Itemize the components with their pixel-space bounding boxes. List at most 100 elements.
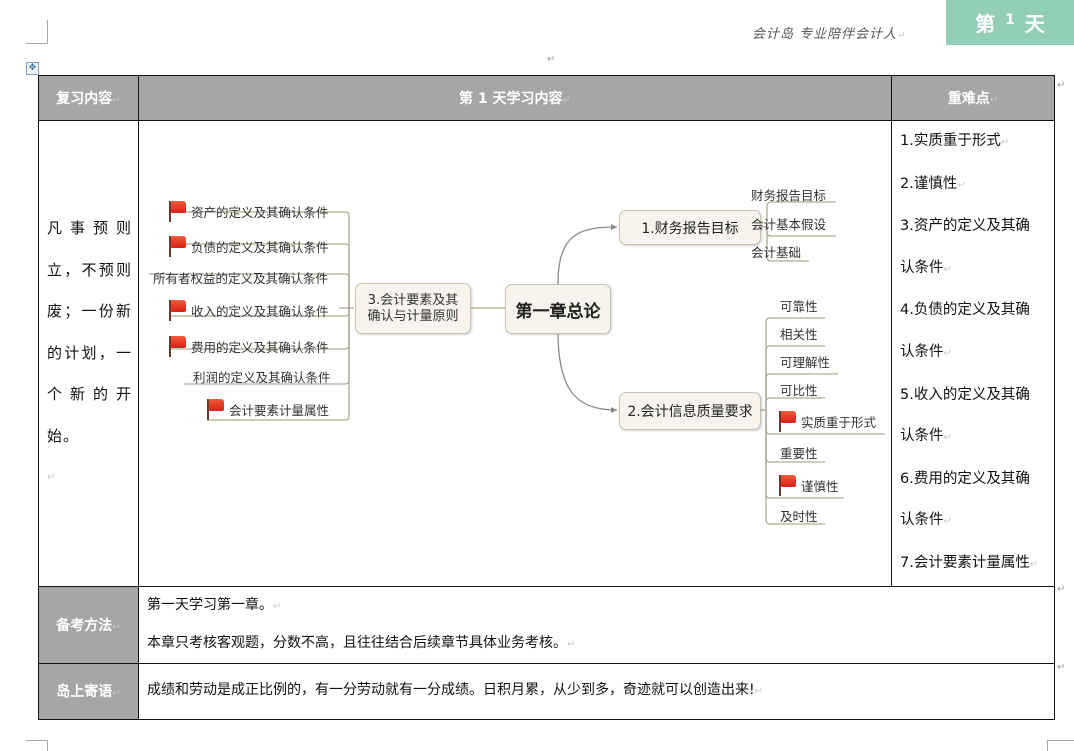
island-message-text: 成绩和劳动是成正比例的，有一分劳动就有一分成绩。日积月累，从少到多，奇迹就可以创… xyxy=(139,680,1054,702)
leaf-label: 收入的定义及其确认条件 xyxy=(191,303,329,319)
header-label: 复习内容 xyxy=(56,91,113,107)
slogan-text: 会计岛 专业陪伴会计人 xyxy=(752,27,898,42)
paragraph-mark: ↵ xyxy=(754,686,764,698)
mindmap-leaf[interactable]: 会计基本假设 xyxy=(751,214,826,233)
paragraph-mark: ↵ xyxy=(1057,80,1066,91)
mindmap-leaf[interactable]: 利润的定义及其确认条件 xyxy=(193,367,331,386)
paragraph-mark: ↵ xyxy=(47,472,57,484)
mindmap-leaf[interactable]: 相关性 xyxy=(780,324,818,343)
header-slogan: 会计岛 专业陪伴会计人↵ xyxy=(752,23,907,42)
mindmap-branch-accounting-elements[interactable]: 3.会计要素及其 确认与计量原则 xyxy=(355,283,471,335)
leaf-label: 会计要素计量属性 xyxy=(229,402,330,418)
header-review-content: 复习内容↵ xyxy=(38,75,139,121)
leaf-label: 费用的定义及其确认条件 xyxy=(191,339,329,355)
paragraph-mark: ↵ xyxy=(957,179,966,191)
paragraph-mark: ↵ xyxy=(112,621,121,633)
leaf-label: 相关性 xyxy=(780,327,818,343)
mindmap-leaf[interactable]: 资产的定义及其确认条件 xyxy=(167,200,329,223)
motto-line: 废；一份新 xyxy=(47,302,132,321)
header-label: 第 1 天学习内容 xyxy=(459,91,563,107)
island-message-label: 岛上寄语 xyxy=(56,684,113,701)
crop-mark-bottom-left xyxy=(26,740,48,751)
key-point-text: 2.谨慎性 xyxy=(900,175,958,192)
key-point: 1.实质重于形式↵ xyxy=(900,121,1048,164)
red-flag-icon xyxy=(777,474,797,497)
key-point-text: 认条件 xyxy=(900,259,944,276)
crop-mark-top-left xyxy=(26,20,48,44)
mindmap-leaf[interactable]: 可靠性 xyxy=(780,296,818,315)
mindmap-branch-info-quality[interactable]: 2.会计信息质量要求 xyxy=(619,392,761,431)
paragraph-mark: ↵ xyxy=(943,516,952,528)
mindmap-leaf[interactable]: 可比性 xyxy=(780,380,818,399)
mindmap: 第一章总论 1.财务报告目标 2.会计信息质量要求 3.会计要素及其 确认与计量… xyxy=(139,124,891,582)
study-method-line: 本章只考核客观题，分数不高，且往往结合后续章节具体业务考核。↵ xyxy=(147,625,1046,663)
mindmap-leaf[interactable]: 实质重于形式 xyxy=(777,410,876,433)
red-flag-icon xyxy=(167,335,187,358)
study-method-line-text: 本章只考核客观题，分数不高，且往往结合后续章节具体业务考核。 xyxy=(147,634,567,651)
paragraph-mark: ↵ xyxy=(567,638,576,650)
motto-line: 立，不预则 xyxy=(47,260,132,279)
key-point-text: 4.负债的定义及其确 xyxy=(900,302,1030,319)
mindmap-leaf[interactable]: 及时性 xyxy=(780,506,818,525)
mindmap-leaf[interactable]: 所有者权益的定义及其确认条件 xyxy=(153,268,328,287)
mindmap-cell: 第一章总论 1.财务报告目标 2.会计信息质量要求 3.会计要素及其 确认与计量… xyxy=(138,120,892,587)
paragraph-mark: ↵ xyxy=(1000,137,1010,148)
review-motto-cell: 凡事预则 立，不预则 废；一份新 的计划，一 个新的开 始。↵ xyxy=(38,120,139,587)
key-point-text: 6.费用的定义及其确 xyxy=(900,470,1030,487)
mindmap-leaf[interactable]: 可理解性 xyxy=(780,352,830,371)
paragraph-mark: ↵ xyxy=(1057,584,1066,595)
mindmap-leaf[interactable]: 负债的定义及其确认条件 xyxy=(167,235,329,258)
table-move-handle-icon[interactable]: ✥ xyxy=(26,62,39,75)
mindmap-leaf[interactable]: 会计基础 xyxy=(751,242,801,261)
mindmap-connectors xyxy=(149,201,885,525)
leaf-label: 会计基本假设 xyxy=(751,217,827,233)
key-point-text: 7.会计要素计量属性 xyxy=(900,554,1030,571)
branch-label-line2: 确认与计量原则 xyxy=(367,308,459,324)
leaf-label: 及时性 xyxy=(780,509,818,525)
island-message-label-cell: 岛上寄语↵ xyxy=(38,662,139,720)
day-badge-suffix: 天 xyxy=(1024,12,1045,36)
key-point: 4.负债的定义及其确 xyxy=(900,290,1048,332)
study-method-text: 第一天学习第一章。↵ 本章只考核客观题，分数不高，且往往结合后续章节具体业务考核… xyxy=(139,587,1054,663)
mindmap-leaf[interactable]: 收入的定义及其确认条件 xyxy=(167,299,329,322)
mindmap-leaf[interactable]: 谨慎性 xyxy=(777,474,839,497)
header-day-content: 第 1 天学习内容↵ xyxy=(138,75,892,121)
header-label: 重难点 xyxy=(947,91,990,107)
key-point: 2.谨慎性↵ xyxy=(900,164,1048,207)
table-header-row: 复习内容↵ 第 1 天学习内容↵ 重难点↵ xyxy=(38,75,1055,121)
key-point: 3.资产的定义及其确 xyxy=(900,206,1048,248)
crop-mark-bottom-right xyxy=(1047,740,1074,751)
mindmap-leaf[interactable]: 会计要素计量属性 xyxy=(205,398,330,421)
key-point-text: 5.收入的定义及其确 xyxy=(900,386,1030,403)
leaf-label: 重要性 xyxy=(780,446,818,462)
root-label: 第一章总论 xyxy=(515,301,601,322)
mindmap-leaf[interactable]: 重要性 xyxy=(780,443,818,462)
key-point: 认条件↵ xyxy=(900,416,1048,459)
paragraph-mark: ↵ xyxy=(943,263,952,275)
content-row: 凡事预则 立，不预则 废；一份新 的计划，一 个新的开 始。↵ xyxy=(38,120,1055,587)
mindmap-branch-financial-report-goal[interactable]: 1.财务报告目标 xyxy=(619,210,761,246)
mindmap-root-node[interactable]: 第一章总论 xyxy=(505,284,611,335)
key-point-text: 1.实质重于形式 xyxy=(900,133,1001,149)
leaf-label: 负债的定义及其确认条件 xyxy=(191,239,329,255)
paragraph-mark: ↵ xyxy=(989,95,999,106)
paragraph-mark: ↵ xyxy=(1029,558,1039,570)
mindmap-leaf[interactable]: 财务报告目标 xyxy=(751,185,826,204)
motto-line-text: 始。 xyxy=(47,426,80,445)
review-motto: 凡事预则 立，不预则 废；一份新 的计划，一 个新的开 始。↵ xyxy=(39,208,138,499)
branch-label: 2.会计信息质量要求 xyxy=(627,404,753,421)
red-flag-icon xyxy=(167,299,187,322)
paragraph-mark: ↵ xyxy=(897,30,907,41)
study-plan-table: 复习内容↵ 第 1 天学习内容↵ 重难点↵ 凡事预则 立，不预则 废；一份新 的… xyxy=(38,75,1055,720)
mindmap-leaf[interactable]: 费用的定义及其确认条件 xyxy=(167,335,329,358)
paragraph-mark: ↵ xyxy=(547,54,556,65)
island-message-content: 成绩和劳动是成正比例的，有一分劳动就有一分成绩。日积月累，从少到多，奇迹就可以创… xyxy=(138,662,1055,720)
leaf-label: 会计基础 xyxy=(751,245,802,261)
branch-label-line1: 3.会计要素及其 xyxy=(367,292,459,308)
leaf-label: 可理解性 xyxy=(780,355,831,371)
branch-label: 1.财务报告目标 xyxy=(641,220,739,237)
red-flag-icon xyxy=(167,235,187,258)
red-flag-icon xyxy=(205,398,225,421)
leaf-label: 可靠性 xyxy=(780,299,818,315)
red-flag-icon xyxy=(167,200,187,223)
